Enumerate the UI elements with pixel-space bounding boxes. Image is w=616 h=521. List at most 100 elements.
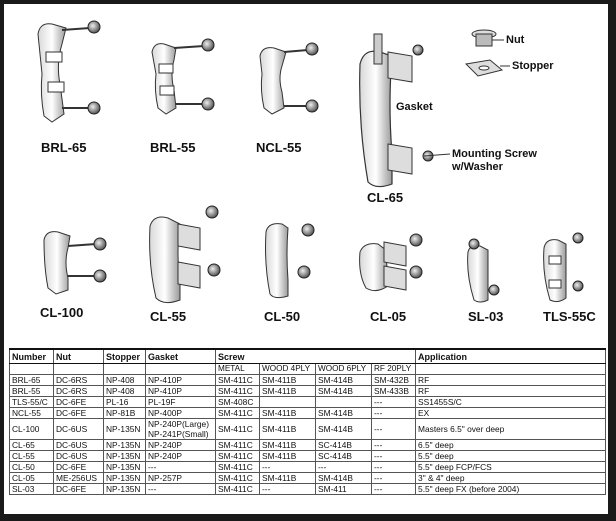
table-cell: SM-432B (370, 374, 417, 386)
header-nut: Nut (53, 348, 104, 364)
table-cell: SM-411C (215, 461, 260, 473)
table-cell: DC-6RS (53, 385, 104, 397)
table-cell: NP-400P (145, 407, 216, 419)
table-cell: 3" & 4" deep (415, 472, 606, 484)
table-cell: SM-411C (215, 418, 260, 440)
tls-55c-handle-drawing (543, 232, 584, 303)
table-cell: NP-135N (103, 483, 146, 495)
table-cell: DC-6FE (53, 461, 104, 473)
table-cell: DC-6RS (53, 374, 104, 386)
table-cell: --- (370, 450, 417, 462)
table-cell: NP-135N (103, 461, 146, 473)
subheader-metal: METAL (215, 363, 260, 375)
cl-50-handle-drawing (265, 223, 315, 299)
table-cell: SM-411B (259, 472, 316, 484)
table-cell: PL-16 (103, 396, 146, 408)
table-cell: Masters 6.5" over deep (415, 418, 606, 440)
callout-nut: Nut (506, 34, 525, 46)
table-cell: NP-257P (145, 472, 216, 484)
table-cell: --- (370, 396, 417, 408)
table-cell: --- (370, 418, 417, 440)
table-cell (259, 396, 316, 408)
table-cell: SM-411B (259, 407, 316, 419)
table-cell: --- (370, 472, 417, 484)
table-cell: SM-411B (259, 374, 316, 386)
table-cell: SS1455S/C (415, 396, 606, 408)
table-cell: DC-6US (53, 439, 104, 451)
label-cl-05: CL-05 (370, 309, 407, 324)
subheader-wood-6ply: WOOD 6PLY (315, 363, 372, 375)
table-cell: NP-410P (145, 374, 216, 386)
table-cell: NP-135N (103, 450, 146, 462)
table-cell: SM-411B (259, 418, 316, 440)
table-cell: CL-100 (9, 418, 54, 440)
table-cell: NP-240P (145, 450, 216, 462)
table-cell: TLS-55/C (9, 396, 54, 408)
cl-05-handle-drawing (359, 233, 423, 292)
table-cell: --- (370, 407, 417, 419)
header-screw: Screw (214, 348, 417, 364)
table-cell: --- (259, 483, 316, 495)
table-cell: SM-411B (259, 439, 316, 451)
table-cell: SM-411C (215, 439, 260, 451)
cl-65-handle-drawing (359, 33, 451, 188)
sl-03-handle-drawing (467, 238, 500, 303)
table-subheader-row: METAL WOOD 4PLY WOOD 6PLY RF 20PLY (9, 363, 606, 375)
table-cell: NP-240P(Large) NP-241P(Small) (145, 418, 216, 440)
table-cell: NP-135N (103, 439, 146, 451)
table-header-row: Number Nut Stopper Gasket Screw Applicat… (9, 348, 606, 364)
table-cell: 5.5" deep FCP/FCS (415, 461, 606, 473)
header-number: Number (9, 348, 54, 364)
callout-gasket: Gasket (396, 101, 433, 113)
label-cl-55: CL-55 (150, 309, 187, 324)
parts-table: Number Nut Stopper Gasket Screw Applicat… (9, 348, 606, 495)
table-cell: SM-411 (315, 483, 372, 495)
table-cell: NP-135N (103, 472, 146, 484)
table-cell: CL-50 (9, 461, 54, 473)
callout-stopper: Stopper (512, 60, 554, 72)
table-cell: DC-6FE (53, 483, 104, 495)
table-cell: SC-414B (315, 450, 372, 462)
table-cell: DC-6FE (53, 396, 104, 408)
table-cell: NCL-55 (9, 407, 54, 419)
table-cell: --- (259, 461, 316, 473)
table-cell: SM-414B (315, 407, 372, 419)
table-cell: CL-65 (9, 439, 54, 451)
callout-mounting-screw: Mounting Screw (452, 148, 537, 160)
table-cell: SM-411C (215, 407, 260, 419)
table-cell: DC-6US (53, 418, 104, 440)
label-tls-55c: TLS-55C (543, 309, 596, 324)
table-cell: 5.5" deep FX (before 2004) (415, 483, 606, 495)
table-cell: RF (415, 374, 606, 386)
table-cell: PL-19F (145, 396, 216, 408)
table-cell: --- (315, 461, 372, 473)
table-cell: 5.5" deep (415, 450, 606, 462)
ncl-55-handle-drawing (259, 42, 319, 115)
table-cell: --- (370, 483, 417, 495)
table-cell: BRL-55 (9, 385, 54, 397)
table-cell: SM-411B (259, 385, 316, 397)
table-cell: NP-135N (103, 418, 146, 440)
label-sl-03: SL-03 (468, 309, 504, 324)
header-application: Application (415, 348, 606, 364)
subheader-rf-20ply: RF 20PLY (370, 363, 417, 375)
table-cell: NP-410P (145, 385, 216, 397)
table-cell: --- (145, 483, 216, 495)
table-cell: SM-414B (315, 418, 372, 440)
table-cell: SM-411C (215, 483, 260, 495)
table-cell: NP-408 (103, 385, 146, 397)
table-cell: SL-03 (9, 483, 54, 495)
label-cl-50: CL-50 (264, 309, 301, 324)
label-cl-65: CL-65 (367, 190, 404, 205)
callout-washer: w/Washer (452, 161, 503, 173)
table-cell: RF (415, 385, 606, 397)
table-cell: --- (145, 461, 216, 473)
table-cell: NP-408 (103, 374, 146, 386)
